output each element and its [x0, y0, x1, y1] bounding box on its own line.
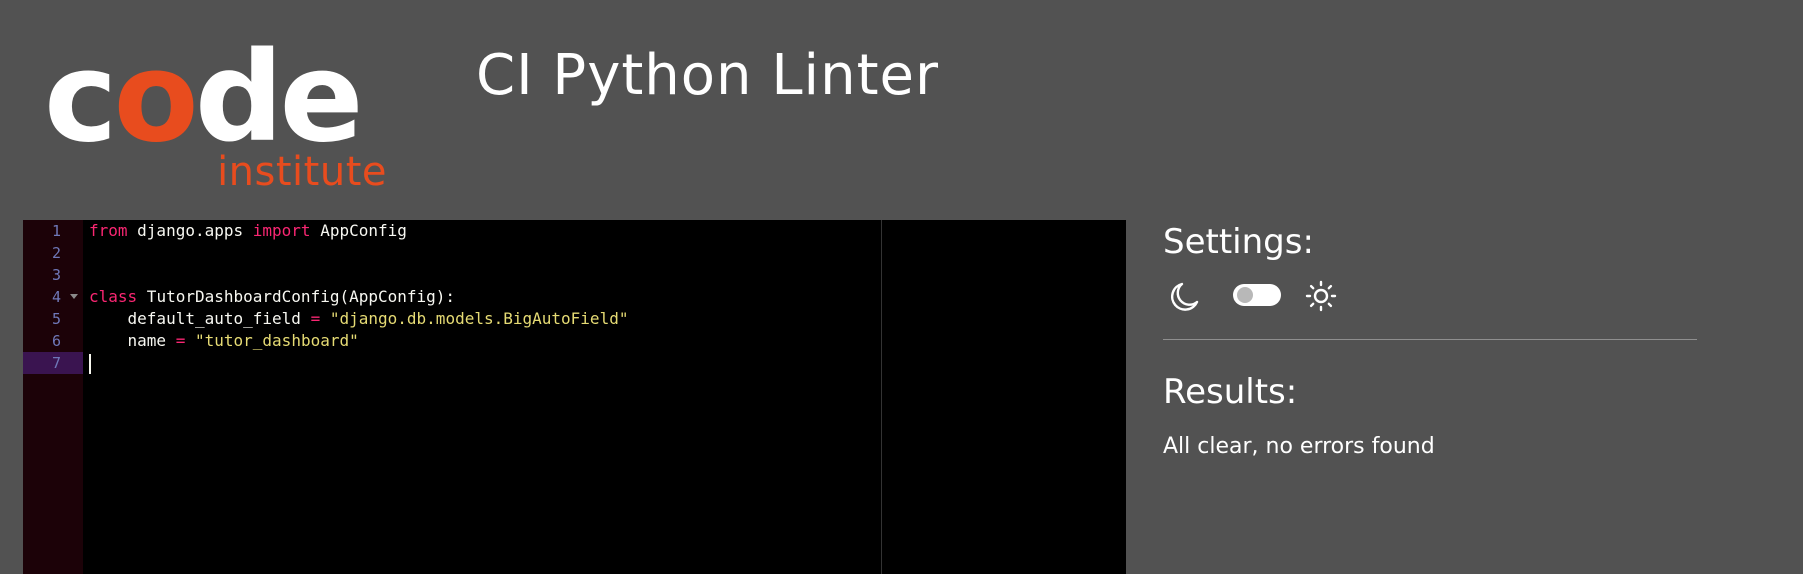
- keyword-token: =: [310, 309, 321, 328]
- code-text: from django.apps import AppConfig: [89, 220, 407, 242]
- text-cursor: [89, 353, 91, 374]
- line-number: 6: [51, 332, 61, 350]
- keyword-token: class: [89, 287, 138, 306]
- code-token: AppConfig: [310, 221, 407, 240]
- code-institute-logo: code institute: [44, 26, 387, 196]
- code-text: default_auto_field = "django.db.models.B…: [89, 308, 629, 330]
- line-number: 3: [51, 266, 61, 284]
- toggle-knob: [1237, 287, 1253, 303]
- string-token: "tutor_dashboard": [194, 331, 359, 350]
- line-number: 4: [51, 288, 61, 306]
- code-editor[interactable]: 1 from django.apps import AppConfig 2 3 4 cla…: [23, 220, 1126, 574]
- code-token: django.apps: [127, 221, 253, 240]
- code-text: class TutorDashboardConfig(AppConfig):: [89, 286, 455, 308]
- code-token: TutorDashboardConfig(AppConfig):: [137, 287, 456, 306]
- line-number: 2: [51, 244, 61, 262]
- code-text: [89, 352, 91, 374]
- code-text: name = "tutor_dashboard": [89, 330, 359, 352]
- print-margin: [881, 220, 882, 574]
- line-number: 5: [51, 310, 61, 328]
- code-line[interactable]: 7: [23, 352, 1126, 374]
- code-line[interactable]: 2: [23, 242, 1126, 264]
- results-message: All clear, no errors found: [1163, 434, 1435, 459]
- keyword-token: =: [175, 331, 186, 350]
- code-line[interactable]: 6 name = "tutor_dashboard": [23, 330, 1126, 352]
- code-line[interactable]: 1 from django.apps import AppConfig: [23, 220, 1126, 242]
- code-token: [320, 309, 330, 328]
- code-token: [185, 331, 195, 350]
- moon-icon: [1170, 282, 1199, 311]
- code-line[interactable]: 3: [23, 264, 1126, 286]
- code-line[interactable]: 4 class TutorDashboardConfig(AppConfig):: [23, 286, 1126, 308]
- code-token: default_auto_field: [89, 309, 311, 328]
- results-heading: Results:: [1163, 372, 1298, 412]
- keyword-token: import: [252, 221, 311, 240]
- page-title: CI Python Linter: [476, 43, 940, 108]
- code-line[interactable]: 5 default_auto_field = "django.db.models…: [23, 308, 1126, 330]
- line-number: 7: [23, 352, 83, 374]
- section-divider: [1163, 339, 1697, 340]
- logo-subtitle: institute: [217, 149, 387, 195]
- logo-wordmark: code: [44, 26, 364, 170]
- theme-switcher: [1167, 278, 1347, 314]
- keyword-token: from: [89, 221, 128, 240]
- code-token: name: [89, 331, 176, 350]
- line-number: 1: [51, 222, 61, 240]
- fold-arrow-icon[interactable]: [70, 294, 78, 299]
- theme-toggle[interactable]: [1233, 284, 1281, 306]
- sun-icon: [1305, 280, 1337, 312]
- string-token: "django.db.models.BigAutoField": [329, 309, 629, 328]
- settings-heading: Settings:: [1163, 222, 1314, 262]
- editor-gutter: [23, 220, 83, 574]
